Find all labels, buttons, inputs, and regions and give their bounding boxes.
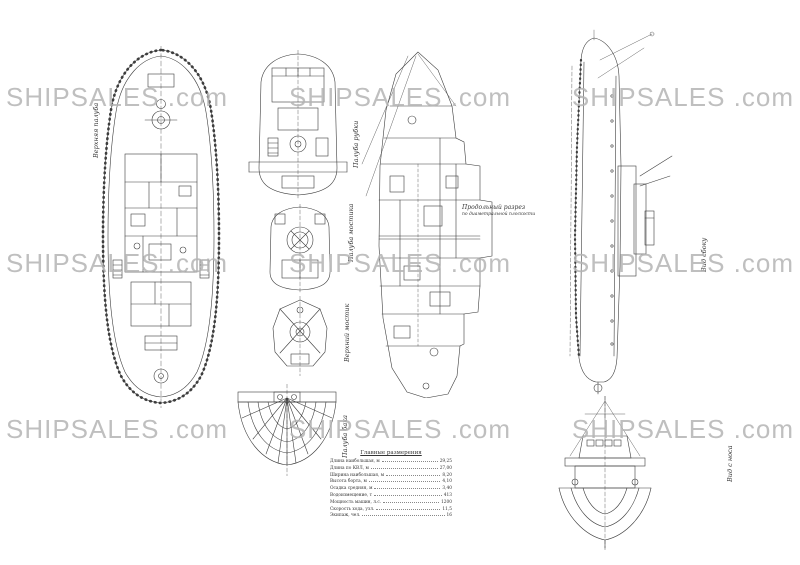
particular-value: 4,10 [442,479,452,485]
particular-label: Мощность машин, л.с. [330,499,382,505]
portholes [610,94,614,346]
bridge-deck-drawing [269,204,331,294]
particulars-row: Длина по КВЛ, м 27,00 [330,465,452,472]
hull-front [558,478,652,549]
wheelhouse-deck-label: Палуба рубки [352,120,360,168]
dotted-leader [383,499,440,503]
mast-icon [569,396,641,457]
upper-deck-plan-drawing [101,46,221,408]
hull-profile [569,37,622,395]
particulars-row: Мощность машин, л.с. 1200 [330,499,452,506]
particular-label: Скорость хода, узл. [330,506,375,512]
forecastle-deck-drawing [237,384,337,476]
dotted-leader [368,478,441,483]
particular-label: Длина по КВЛ, м [330,465,369,471]
watermark-text: SHIPSALES .com [6,414,229,444]
mast-rigging [361,53,457,197]
hull-outline [101,46,221,408]
particulars-row: Водоизмещение, т 413 [330,492,452,499]
longitudinal-section-subtitle: по диаметральной плоскости [462,212,536,217]
particular-label: Осадка средняя, м [330,486,373,492]
bow-view-drawing [558,396,652,550]
longitudinal-section-title: Продольный разрез [462,204,526,211]
bridge-deck-label: Палуба мостика [347,203,355,262]
watermark-row: SHIPSALES .com SHIPSALES .com SHIPSALES … [0,413,800,445]
particulars-row: Скорость хода, узл. 11,5 [330,506,452,513]
deck-lines [378,105,481,347]
particular-value: 8,20 [442,472,452,478]
particular-value: 11,5 [442,506,452,512]
deck-equipment [112,73,210,384]
dotted-leader [362,512,445,517]
side-profile-drawing [569,29,673,395]
particulars-row: Ширина наибольшая, м 8,20 [330,472,452,479]
particular-value: 29,25 [439,459,452,464]
upper-deck-label: Верхняя палуба [92,102,100,158]
wheelhouse-deck-drawing [248,50,348,200]
particular-value: 413 [443,492,452,498]
dotted-leader [381,458,438,462]
particulars-title: Главные размерения [360,450,422,456]
superstructure-front [564,435,646,489]
mast-icon [593,29,655,79]
dotted-leader [376,506,441,510]
bow-view-label: Вид с носа [726,445,734,482]
upper-bridge-drawing [272,296,328,376]
upper-bridge-label: Верхний мостик [343,303,351,362]
particular-label: Длина наибольшая, м [330,459,380,464]
particular-label: Высота борта, м [330,479,367,485]
dotted-leader [386,472,441,476]
particulars-row: Высота борта, м 4,10 [330,478,452,485]
particular-value: 16 [446,513,452,519]
deckhouse-profile [617,155,673,277]
particular-label: Экипаж, чел. [330,513,361,519]
particular-label: Ширина наибольшая, м [330,472,385,478]
particulars-table: Главные размерения Длина наибольшая, м 2… [330,450,452,519]
dotted-leader [374,485,441,490]
dotted-leader [374,492,442,496]
particulars-row: Длина наибольшая, м 29,25 [330,458,452,465]
side-view-label: Вид сбоку [700,237,708,272]
particulars-row: Экипаж, чел. 16 [330,512,452,519]
particular-value: 3,40 [442,486,452,492]
dotted-leader [370,465,438,469]
longitudinal-section-drawing [361,51,493,398]
particular-value: 27,00 [439,465,452,471]
particular-value: 1200 [441,499,452,505]
particular-label: Водоизмещение, т [330,492,372,498]
bulkheads-rooms [389,115,459,390]
particulars-row: Осадка средняя, м 3,40 [330,485,452,492]
